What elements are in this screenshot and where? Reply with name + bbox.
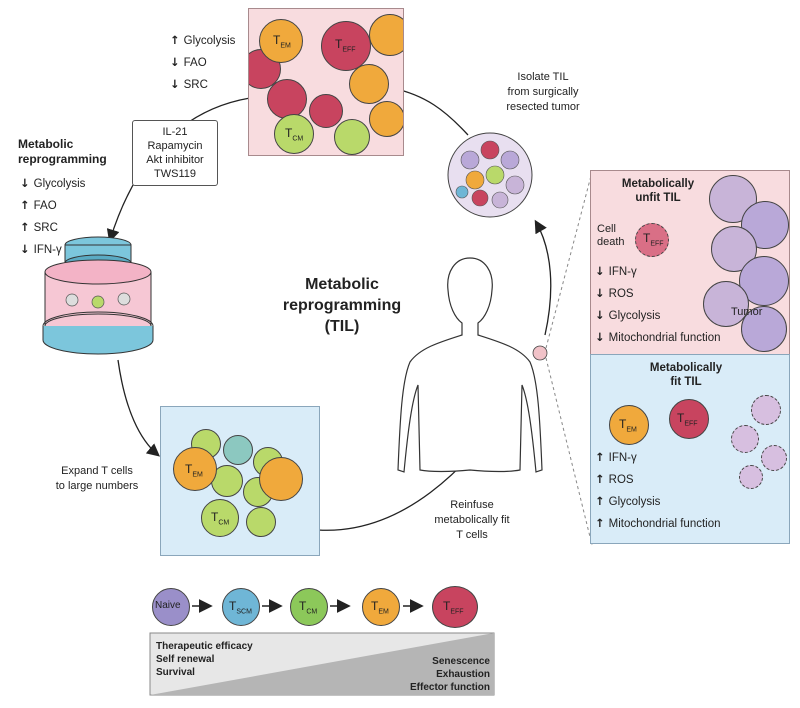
fit-tumor-cell-3	[761, 445, 787, 471]
stage-teff-label: TEFF	[443, 599, 464, 616]
fit-til-panel: TEM TEFF Metabolically fit TIL ↑IFN-γ ↑R…	[590, 354, 790, 544]
top-cell-bg-3	[349, 64, 389, 104]
isolate-til-label: Isolate TIL from surgically resected tum…	[506, 71, 580, 113]
side-change-fao: ↑FAO	[20, 198, 57, 212]
treatment-box: IL-21 Rapamycin Akt inhibitor TWS119	[132, 120, 218, 186]
expand-panel: TEM TCM	[160, 406, 320, 556]
label-effector-function: Effector function	[410, 682, 490, 693]
center-title: Metabolic reprogramming (TIL)	[282, 276, 402, 335]
top-cell-bg-2	[369, 14, 403, 56]
top-cell-em-label: TEM	[273, 33, 291, 50]
fit-title: Metabolically fit TIL	[649, 362, 723, 388]
fit-tumor-cell-1	[751, 395, 781, 425]
fit-cell-em	[609, 405, 649, 445]
fit-change-ros: ↑ROS	[595, 472, 634, 486]
top-change-src: ↓SRC	[170, 77, 208, 91]
top-cell-bg-4	[267, 79, 307, 119]
fit-change-glycolysis: ↑Glycolysis	[595, 494, 661, 508]
resected-tumor-cells	[455, 140, 525, 209]
gradient-left-labels: Therapeutic efficacy Self renewal Surviv…	[156, 640, 253, 679]
top-change-fao: ↓FAO	[170, 55, 207, 69]
label-therapeutic-efficacy: Therapeutic efficacy	[156, 641, 253, 652]
top-cell-bg-6	[369, 101, 403, 137]
label-senescence: Senescence	[432, 656, 490, 667]
unfit-title: Metabolically unfit TIL	[621, 178, 695, 204]
expand-cell-em	[173, 447, 217, 491]
gradient-bar	[149, 632, 495, 696]
top-change-glycolysis: ↑Glycolysis	[170, 33, 236, 47]
top-cell-eff-label: TEFF	[335, 37, 356, 54]
side-change-src: ↑SRC	[20, 220, 58, 234]
top-til-panel: TEM TEFF TCM	[248, 8, 404, 156]
stage-tscm	[222, 588, 260, 626]
fit-cell-eff	[669, 399, 709, 439]
arrow-body-to-tumor	[534, 219, 552, 336]
reprogramming-side-list: ↓Glycolysis ↑FAO ↑SRC ↓IFN-γ	[20, 173, 85, 261]
reprogramming-side-title: Metabolic reprogramming	[18, 137, 107, 166]
body-tumor-spot	[532, 345, 548, 361]
expand-label: Expand T cells to large numbers	[55, 465, 139, 492]
bioreactor-icon	[42, 236, 154, 355]
expand-cell-bg-6	[259, 457, 303, 501]
stage-teff	[432, 586, 478, 628]
label-self-renewal: Self renewal	[156, 654, 215, 665]
unfit-dying-cell-label: TEFF	[643, 231, 664, 248]
fit-change-mito: ↑Mitochondrial function	[595, 516, 721, 530]
human-body-outline	[397, 257, 543, 473]
fit-changes-list: ↑IFN-γ ↑ROS ↑Glycolysis ↑Mitochondrial f…	[595, 447, 721, 535]
treatment-il21: IL-21	[162, 126, 188, 138]
stage-tem-label: TEM	[371, 599, 389, 616]
top-cell-em	[259, 19, 303, 63]
fit-tumor-cell-2	[731, 425, 759, 453]
top-changes-list: ↑Glycolysis ↓FAO ↓SRC	[170, 30, 235, 96]
stage-tcm	[290, 588, 328, 626]
unfit-tumor-cell-6	[741, 306, 787, 352]
expand-cell-cm	[201, 499, 239, 537]
treatment-akt-inhibitor: Akt inhibitor	[146, 154, 204, 166]
expand-cell-bg-7	[246, 507, 276, 537]
top-cell-eff	[321, 21, 371, 71]
stage-naive	[152, 588, 190, 626]
unfit-change-mito: ↓Mitochondrial function	[595, 330, 721, 344]
fit-cell-eff-label: TEFF	[677, 411, 698, 428]
unfit-tumor-cell-5	[703, 281, 749, 327]
fit-tumor-cell-4	[739, 465, 763, 489]
top-cell-cm	[274, 114, 314, 154]
unfit-dying-cell	[635, 223, 669, 257]
tumor-label: Tumor	[731, 306, 763, 318]
gradient-right-labels: Senescence Exhaustion Effector function	[394, 655, 490, 694]
unfit-changes-list: ↓IFN-γ ↓ROS ↓Glycolysis ↓Mitochondrial f…	[595, 261, 721, 349]
unfit-change-ros: ↓ROS	[595, 286, 634, 300]
label-survival: Survival	[156, 667, 195, 678]
stage-naive-label: Naive	[155, 600, 181, 611]
treatment-rapamycin: Rapamycin	[147, 140, 203, 152]
treatment-tws119: TWS119	[154, 168, 196, 180]
top-cell-bg-5	[309, 94, 343, 128]
cell-death-label: Cell death	[597, 223, 625, 248]
expand-cell-cm-label: TCM	[211, 510, 230, 527]
unfit-change-glycolysis: ↓Glycolysis	[595, 308, 661, 322]
side-change-ifn: ↓IFN-γ	[20, 242, 62, 256]
unfit-til-panel: TEFF Metabolically unfit TIL Cell death …	[590, 170, 790, 356]
fit-cell-em-label: TEM	[619, 417, 637, 434]
fit-change-ifn: ↑IFN-γ	[595, 450, 637, 464]
stage-tem	[362, 588, 400, 626]
unfit-change-ifn: ↓IFN-γ	[595, 264, 637, 278]
side-change-glycolysis: ↓Glycolysis	[20, 176, 86, 190]
expand-cell-bg-2	[223, 435, 253, 465]
expand-cell-em-label: TEM	[185, 462, 203, 479]
arrow-left-to-expand	[117, 359, 160, 457]
reinfuse-label: Reinfuse metabolically fit T cells	[434, 499, 510, 541]
stage-tcm-label: TCM	[299, 599, 318, 616]
top-cell-cm-label: TCM	[285, 126, 304, 143]
top-cell-bg-7	[334, 119, 370, 155]
label-exhaustion: Exhaustion	[436, 669, 490, 680]
stage-tscm-label: TSCM	[229, 599, 252, 616]
